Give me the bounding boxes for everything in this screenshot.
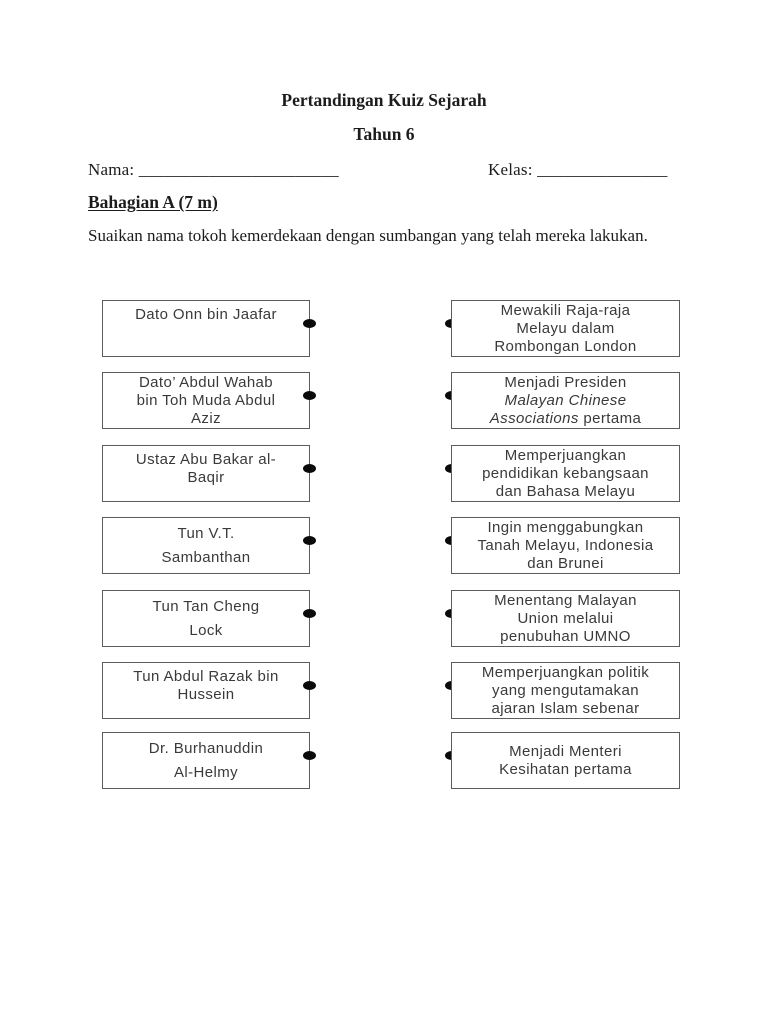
connector-dot-left-3	[303, 464, 316, 473]
page-title: Pertandingan Kuiz Sejarah	[281, 90, 487, 110]
class-label: Kelas:	[488, 160, 533, 179]
left-item-line: Tun Abdul Razak bin	[133, 668, 279, 685]
right-item-line: Ingin menggabungkan	[487, 518, 644, 536]
left-item-line: Al-Helmy	[173, 763, 239, 781]
left-item-line: Dato’ Abdul Wahab	[138, 373, 274, 391]
left-item-box-3: Ustaz Abu Bakar al- Baqir	[102, 445, 310, 502]
left-item-box-5: Tun Tan Cheng Lock	[102, 590, 310, 647]
right-item-line: Rombongan London	[494, 337, 637, 355]
right-item-line: Tanah Melayu, Indonesia	[477, 536, 654, 554]
right-item-line: Memperjuangkan	[504, 446, 627, 464]
right-item-line: penubuhan UMNO	[500, 627, 631, 645]
right-item-line: Melayu dalam	[516, 319, 615, 337]
left-item-box-4: Tun V.T. Sambanthan	[102, 517, 310, 574]
right-item-line: dan Brunei	[527, 554, 604, 572]
left-item-line: Ustaz Abu Bakar al-	[135, 451, 277, 468]
name-label: Nama:	[88, 160, 135, 179]
left-item-line: Lock	[189, 621, 223, 639]
match-row-3: Ustaz Abu Bakar al- Baqir Memperjuangkan…	[0, 445, 768, 502]
right-item-line: ajaran Islam sebenar	[491, 699, 640, 717]
right-item-box-7: Menjadi Menteri Kesihatan pertama	[451, 732, 680, 789]
connector-dot-left-5	[303, 609, 316, 618]
left-item-box-6: Tun Abdul Razak bin Hussein	[102, 662, 310, 719]
left-item-line: Tun V.T.	[177, 525, 235, 542]
right-item-line-italic-part: Associations	[489, 409, 579, 427]
name-blank: _______________________	[138, 160, 339, 179]
connector-dot-left-2	[303, 391, 316, 400]
page-subtitle: Tahun 6	[353, 124, 415, 144]
match-row-6: Tun Abdul Razak bin Hussein Memperjuangk…	[0, 662, 768, 719]
left-item-box-7: Dr. Burhanuddin Al-Helmy	[102, 732, 310, 789]
right-item-box-1: Mewakili Raja-raja Melayu dalam Rombonga…	[451, 300, 680, 357]
section-heading: Bahagian A (7 m)	[88, 192, 218, 212]
right-item-line-italic: Malayan Chinese	[504, 391, 627, 409]
left-item-line: Sambanthan	[161, 548, 251, 566]
right-item-box-6: Memperjuangkan politik yang mengutamakan…	[451, 662, 680, 719]
connector-dot-left-4	[303, 536, 316, 545]
right-item-line: Associations pertama	[490, 410, 641, 428]
match-row-1: Dato Onn bin Jaafar Mewakili Raja-raja M…	[0, 300, 768, 357]
right-item-box-3: Memperjuangkan pendidikan kebangsaan dan…	[451, 445, 680, 502]
right-item-line: Menjadi Menteri	[509, 742, 622, 760]
left-item-line: Dato Onn bin Jaafar	[135, 306, 277, 323]
right-item-line: Kesihatan pertama	[499, 760, 632, 778]
right-item-line: Union melalui	[517, 609, 614, 627]
right-item-line: Memperjuangkan politik	[481, 663, 650, 681]
right-item-line: Mewakili Raja-raja	[500, 301, 631, 319]
left-item-line: Dr. Burhanuddin	[148, 740, 264, 757]
match-row-5: Tun Tan Cheng Lock Menentang Malayan Uni…	[0, 590, 768, 647]
connector-dot-left-7	[303, 751, 316, 760]
name-field: Nama: _______________________	[88, 160, 339, 180]
right-item-box-4: Ingin menggabungkan Tanah Melayu, Indone…	[451, 517, 680, 574]
right-item-box-2: Menjadi Presiden Malayan Chinese Associa…	[451, 372, 680, 429]
left-item-box-1: Dato Onn bin Jaafar	[102, 300, 310, 357]
right-item-line: Menjadi Presiden	[504, 373, 627, 391]
right-item-line: yang mengutamakan	[492, 681, 639, 699]
right-item-line: pendidikan kebangsaan	[482, 464, 649, 482]
left-item-line: Aziz	[191, 409, 221, 427]
right-item-line-regular-part: pertama	[583, 409, 642, 427]
match-row-7: Dr. Burhanuddin Al-Helmy Menjadi Menteri…	[0, 732, 768, 789]
left-item-line: bin Toh Muda Abdul	[136, 391, 276, 409]
right-item-line: Menentang Malayan	[494, 591, 637, 609]
class-blank: _______________	[537, 160, 668, 179]
left-item-box-2: Dato’ Abdul Wahab bin Toh Muda Abdul Azi…	[102, 372, 310, 429]
match-row-2: Dato’ Abdul Wahab bin Toh Muda Abdul Azi…	[0, 372, 768, 429]
left-item-line: Tun Tan Cheng	[152, 598, 260, 615]
match-row-4: Tun V.T. Sambanthan Ingin menggabungkan …	[0, 517, 768, 574]
left-item-line: Hussein	[177, 686, 235, 703]
right-item-line: dan Bahasa Melayu	[495, 482, 636, 500]
right-item-box-5: Menentang Malayan Union melalui penubuha…	[451, 590, 680, 647]
left-item-line: Baqir	[187, 469, 225, 486]
connector-dot-left-6	[303, 681, 316, 690]
connector-dot-left-1	[303, 319, 316, 328]
instruction-text: Suaikan nama tokoh kemerdekaan dengan su…	[88, 226, 648, 245]
class-field: Kelas: _______________	[488, 160, 668, 180]
